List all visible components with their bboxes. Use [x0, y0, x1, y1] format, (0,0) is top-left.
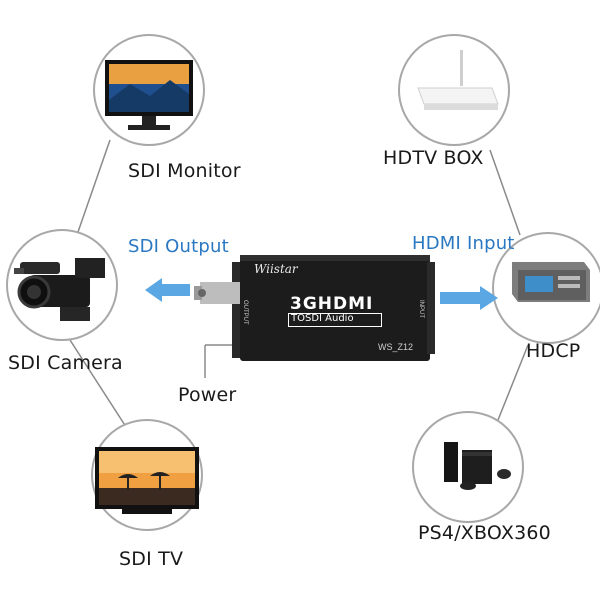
- converter-brand: Wiistar: [254, 262, 298, 276]
- sdi-camera-image: [14, 258, 105, 321]
- sdi-tv-label: SDI TV: [119, 548, 184, 570]
- hdcp-label: HDCP: [526, 340, 581, 362]
- sdi-monitor-image: [105, 60, 193, 130]
- sdi-camera-label: SDI Camera: [8, 352, 123, 374]
- converter-logo-sub: TOSDI Audio: [291, 313, 354, 324]
- connector-lines: [69, 139, 529, 431]
- ps4-xbox-image: [444, 442, 511, 490]
- ps4-xbox-label: PS4/XBOX360: [418, 522, 551, 544]
- sdi-output-arrow: [145, 278, 190, 302]
- power-label: Power: [178, 384, 237, 406]
- converter-model: WS_Z12: [378, 342, 414, 352]
- converter-logo-frame: [288, 313, 382, 327]
- hdcp-image: [512, 262, 590, 302]
- hdtv-box-label: HDTV BOX: [383, 147, 484, 169]
- converter-device: [194, 255, 435, 361]
- converter-output-port-label: OUTPUT: [242, 300, 248, 325]
- hdtv-box-image: [417, 50, 499, 110]
- sdi-output-label: SDI Output: [128, 236, 229, 257]
- hdmi-input-arrow: [440, 286, 498, 310]
- converter-input-port-label: INPUT: [418, 300, 424, 318]
- sdi-monitor-label: SDI Monitor: [128, 160, 241, 182]
- hdmi-input-label: HDMI Input: [412, 233, 515, 254]
- converter-logo-main: 3GHDMI: [290, 294, 374, 314]
- sdi-tv-image: [95, 447, 199, 514]
